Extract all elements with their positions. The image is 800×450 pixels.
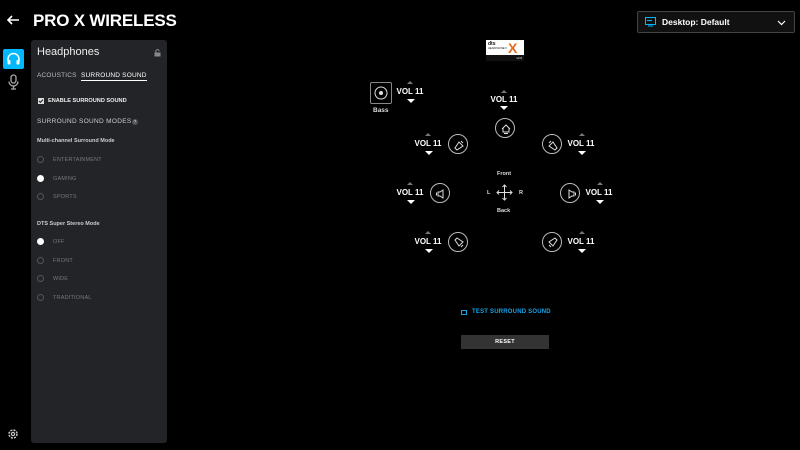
multichannel-title: Multi-channel Surround Mode: [37, 138, 115, 144]
tab-acoustics[interactable]: ACOUSTICS: [37, 72, 77, 79]
side-left-speaker-button[interactable]: [430, 183, 450, 203]
radio-wide[interactable]: [37, 275, 44, 282]
right-direction-label: R: [519, 190, 523, 196]
move-arrows-icon: [496, 184, 513, 201]
left-direction-label: L: [487, 190, 491, 196]
gear-icon: [8, 429, 18, 439]
bass-speaker-button[interactable]: [370, 82, 392, 104]
front-right-speaker-button[interactable]: [542, 134, 562, 154]
center-volume-value: VOL 11: [490, 95, 518, 104]
side-left-volume-up[interactable]: [407, 182, 413, 185]
dts-logo-x: X: [508, 40, 518, 56]
front-left-speaker-button[interactable]: [448, 134, 468, 154]
bass-volume-up[interactable]: [407, 81, 413, 84]
dts-stereo-title: DTS Super Stereo Mode: [37, 221, 100, 227]
radio-front[interactable]: [37, 257, 44, 264]
side-left-volume-value: VOL 11: [396, 188, 424, 197]
front-right-volume-value: VOL 11: [567, 139, 595, 148]
back-button[interactable]: [6, 13, 22, 29]
reset-button[interactable]: RESET: [461, 335, 549, 349]
profile-label: Desktop: Default: [662, 17, 730, 27]
tab-surround-sound[interactable]: SURROUND SOUND: [81, 72, 147, 81]
radio-label-sports[interactable]: SPORTS: [53, 194, 77, 200]
enable-surround-checkbox[interactable]: [38, 98, 44, 104]
panel-title: Headphones: [37, 46, 100, 58]
radio-off[interactable]: [37, 238, 44, 245]
rail-headphones-button[interactable]: [3, 49, 24, 69]
rear-left-speaker-icon: [454, 237, 464, 248]
headphones-panel: Headphones ACOUSTICS SURROUND SOUND ENAB…: [31, 40, 167, 443]
rear-left-speaker-button[interactable]: [448, 232, 468, 252]
dts-headphone-x-logo: dts HEADPHONE:X X v2.0: [486, 40, 524, 61]
bass-volume-down[interactable]: [407, 99, 415, 103]
radio-label-wide[interactable]: WIDE: [53, 276, 69, 282]
help-icon[interactable]: ?: [132, 119, 138, 125]
rear-left-volume-value: VOL 11: [414, 237, 442, 246]
device-title: PRO X WIRELESS: [33, 11, 177, 30]
rail-microphone-button[interactable]: [3, 72, 24, 92]
arrow-left-icon: [6, 15, 19, 25]
enable-surround-label[interactable]: ENABLE SURROUND SOUND: [48, 98, 127, 104]
checkmark-icon: [38, 99, 44, 104]
rear-right-volume-down[interactable]: [578, 249, 586, 253]
center-volume-up[interactable]: [501, 90, 507, 93]
front-right-volume-down[interactable]: [578, 151, 586, 155]
chevron-down-icon: [777, 20, 786, 26]
center-speaker-button[interactable]: [495, 118, 515, 138]
front-left-volume-up[interactable]: [425, 133, 431, 136]
radio-traditional[interactable]: [37, 294, 44, 301]
radio-gaming[interactable]: [37, 175, 44, 182]
radio-label-gaming[interactable]: GAMING: [53, 176, 77, 182]
center-speaker-icon: [501, 124, 511, 134]
front-direction-label: Front: [497, 171, 512, 177]
side-right-volume-value: VOL 11: [585, 188, 613, 197]
side-right-volume-down[interactable]: [596, 200, 604, 204]
front-right-volume-up[interactable]: [579, 133, 585, 136]
lock-icon[interactable]: [154, 49, 161, 57]
settings-button[interactable]: [7, 427, 19, 439]
dts-logo-sub: HEADPHONE:X: [488, 47, 507, 50]
rear-right-volume-value: VOL 11: [567, 237, 595, 246]
subwoofer-icon: [374, 86, 388, 100]
test-sound-icon[interactable]: [461, 310, 467, 315]
radio-label-off[interactable]: OFF: [53, 239, 65, 245]
radio-label-front[interactable]: FRONT: [53, 258, 73, 264]
radio-sports[interactable]: [37, 193, 44, 200]
side-left-speaker-icon: [436, 189, 444, 199]
bass-volume-value: VOL 11: [396, 87, 424, 96]
rear-left-volume-up[interactable]: [425, 231, 431, 234]
bass-label: Bass: [373, 107, 389, 114]
radio-entertainment[interactable]: [37, 156, 44, 163]
headphones-icon: [7, 52, 20, 65]
profile-dropdown[interactable]: Desktop: Default: [637, 11, 795, 33]
side-left-volume-down[interactable]: [407, 200, 415, 204]
radio-label-traditional[interactable]: TRADITIONAL: [53, 295, 92, 301]
rear-right-volume-up[interactable]: [579, 231, 585, 234]
microphone-icon: [8, 74, 19, 90]
side-right-volume-up[interactable]: [597, 182, 603, 185]
radio-label-entertainment[interactable]: ENTERTAINMENT: [53, 157, 102, 163]
desktop-icon: [645, 17, 656, 27]
front-left-volume-down[interactable]: [425, 151, 433, 155]
surround-modes-title: SURROUND SOUND MODES: [37, 118, 132, 125]
back-direction-label: Back: [497, 208, 511, 214]
side-right-speaker-icon: [568, 189, 576, 199]
rear-right-speaker-icon: [548, 237, 558, 248]
center-volume-down[interactable]: [500, 106, 508, 110]
rear-left-volume-down[interactable]: [425, 249, 433, 253]
dts-logo-brand: dts: [488, 41, 496, 47]
rear-right-speaker-button[interactable]: [542, 232, 562, 252]
front-right-speaker-icon: [548, 140, 558, 151]
front-left-volume-value: VOL 11: [414, 139, 442, 148]
side-right-speaker-button[interactable]: [560, 183, 580, 203]
dts-logo-version: v2.0: [486, 55, 524, 61]
test-surround-sound-link[interactable]: TEST SURROUND SOUND: [472, 309, 551, 315]
front-left-speaker-icon: [454, 140, 464, 151]
